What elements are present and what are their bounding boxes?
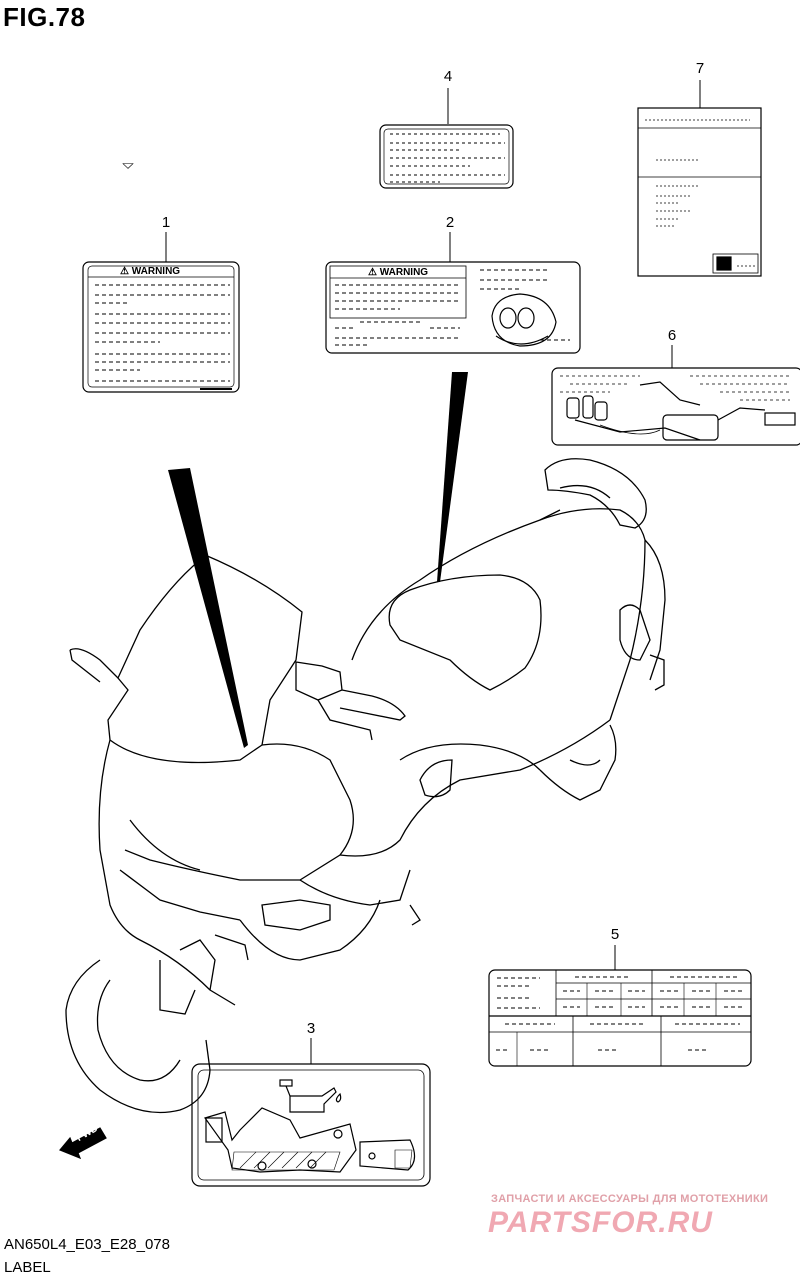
- leader-lines: [165, 80, 701, 1064]
- callout-6: 6: [667, 327, 677, 344]
- warning-2-label: ⚠ WARNING: [368, 267, 429, 278]
- label-5-table-sticker: [488, 969, 752, 1067]
- label-1-warning-sticker: [82, 163, 240, 393]
- callout-5: 5: [610, 926, 620, 943]
- callout-3: 3: [306, 1020, 316, 1037]
- warning-1-label: ⚠ WARNING: [120, 266, 181, 277]
- warning-triangle-icon: ⚠: [368, 267, 377, 278]
- watermark-subtitle: ЗАПЧАСТИ И АКСЕССУАРЫ ДЛЯ МОТОТЕХНИКИ: [491, 1193, 769, 1205]
- watermark-brand: PARTSFOR.RU: [488, 1206, 713, 1239]
- pointer-wedges: [168, 372, 468, 748]
- callout-4: 4: [443, 68, 453, 85]
- figure-name: LABEL: [4, 1259, 51, 1276]
- label-2-warning-sticker: [325, 261, 581, 354]
- label-6-component-sticker: [551, 367, 800, 446]
- callout-1: 1: [161, 214, 171, 231]
- callout-2: 2: [445, 214, 455, 231]
- figure-code: AN650L4_E03_E28_078: [4, 1236, 170, 1253]
- label-4-sticker: [379, 124, 514, 189]
- oil-can-icon: [289, 1087, 337, 1113]
- fwd-arrow-icon: [59, 1127, 107, 1160]
- callout-7: 7: [695, 60, 705, 77]
- figure-title: FIG.78: [3, 2, 86, 32]
- label-7-manual: [637, 107, 762, 277]
- scooter-outline: [65, 458, 666, 1114]
- label-3-oil-sticker: [191, 1063, 431, 1187]
- warning-triangle-icon: ⚠: [120, 266, 129, 277]
